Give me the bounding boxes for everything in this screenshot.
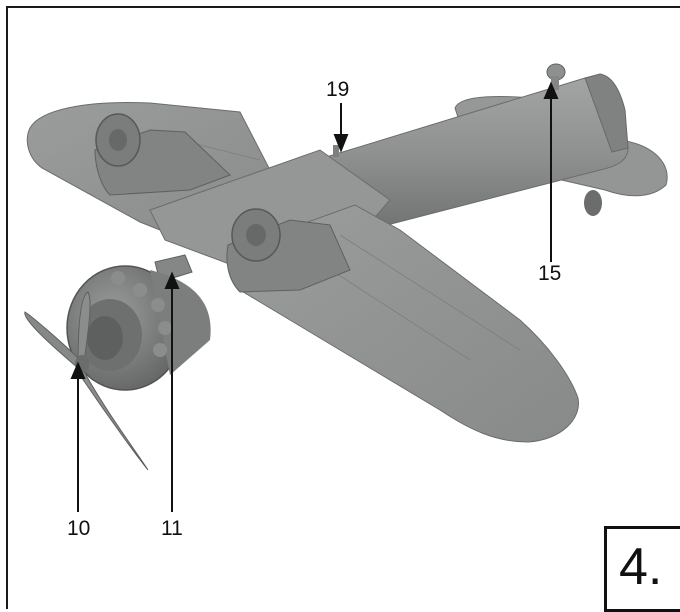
step-number: 4. [619, 538, 663, 596]
callout-label-15: 15 [538, 262, 562, 285]
callout-label-11: 11 [161, 517, 183, 540]
callout-label-19: 19 [326, 78, 350, 101]
callout-label-10: 10 [67, 517, 91, 540]
tail-wheel [584, 190, 602, 216]
tail-fin [584, 73, 629, 153]
part-19-post [333, 145, 339, 157]
propeller [24, 291, 149, 471]
step-number-box: 4. [604, 526, 680, 612]
